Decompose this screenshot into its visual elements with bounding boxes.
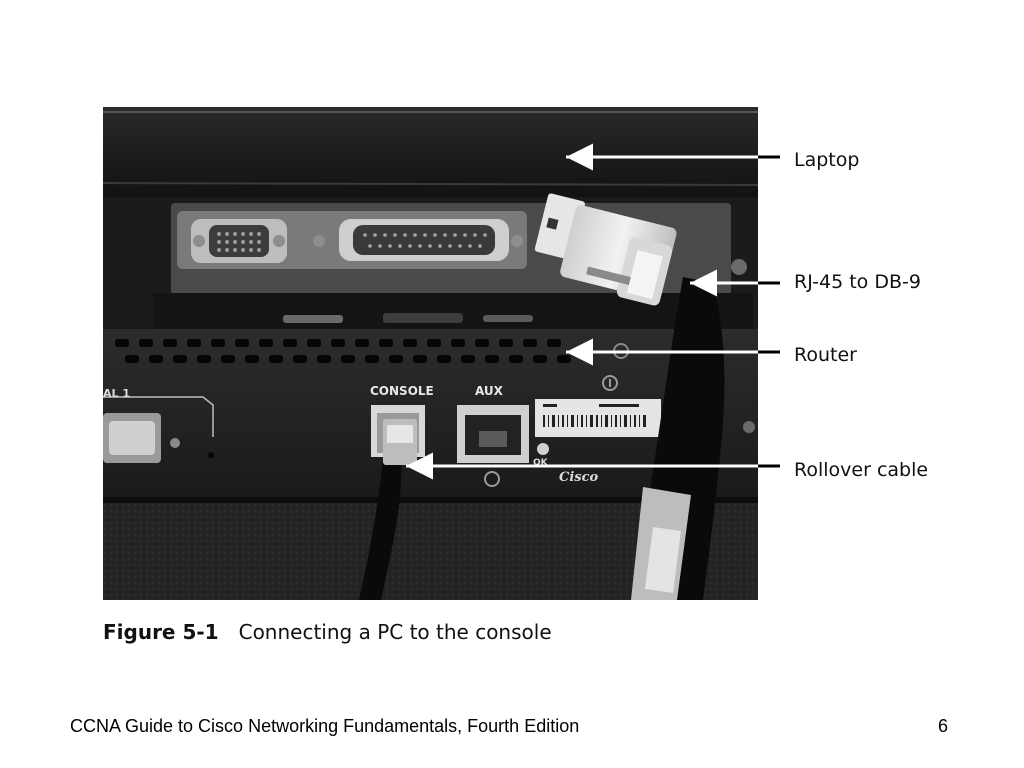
callout-router: Router xyxy=(794,344,857,366)
callout-rj45-db9: RJ-45 to DB-9 xyxy=(794,271,921,293)
callout-laptop: Laptop xyxy=(794,149,860,171)
figure-number: Figure 5-1 xyxy=(103,620,219,644)
aux-port-label: AUX xyxy=(475,384,504,398)
figure-caption-text: Connecting a PC to the console xyxy=(238,620,552,644)
ok-led-label: OK xyxy=(533,458,549,468)
footer-book-title: CCNA Guide to Cisco Networking Fundament… xyxy=(70,716,580,736)
page-number: 6 xyxy=(938,716,949,736)
callout-rollover-cable: Rollover cable xyxy=(794,459,929,481)
figure-caption: Figure 5-1 Connecting a PC to the console xyxy=(103,620,552,644)
serial-port-label: AL 1 xyxy=(103,387,130,400)
brand-label: Cisco xyxy=(559,470,599,485)
console-port-label: CONSOLE xyxy=(370,384,434,398)
figure-photo: CONSOLE AUX Cisco AL 1 OK xyxy=(103,107,758,600)
